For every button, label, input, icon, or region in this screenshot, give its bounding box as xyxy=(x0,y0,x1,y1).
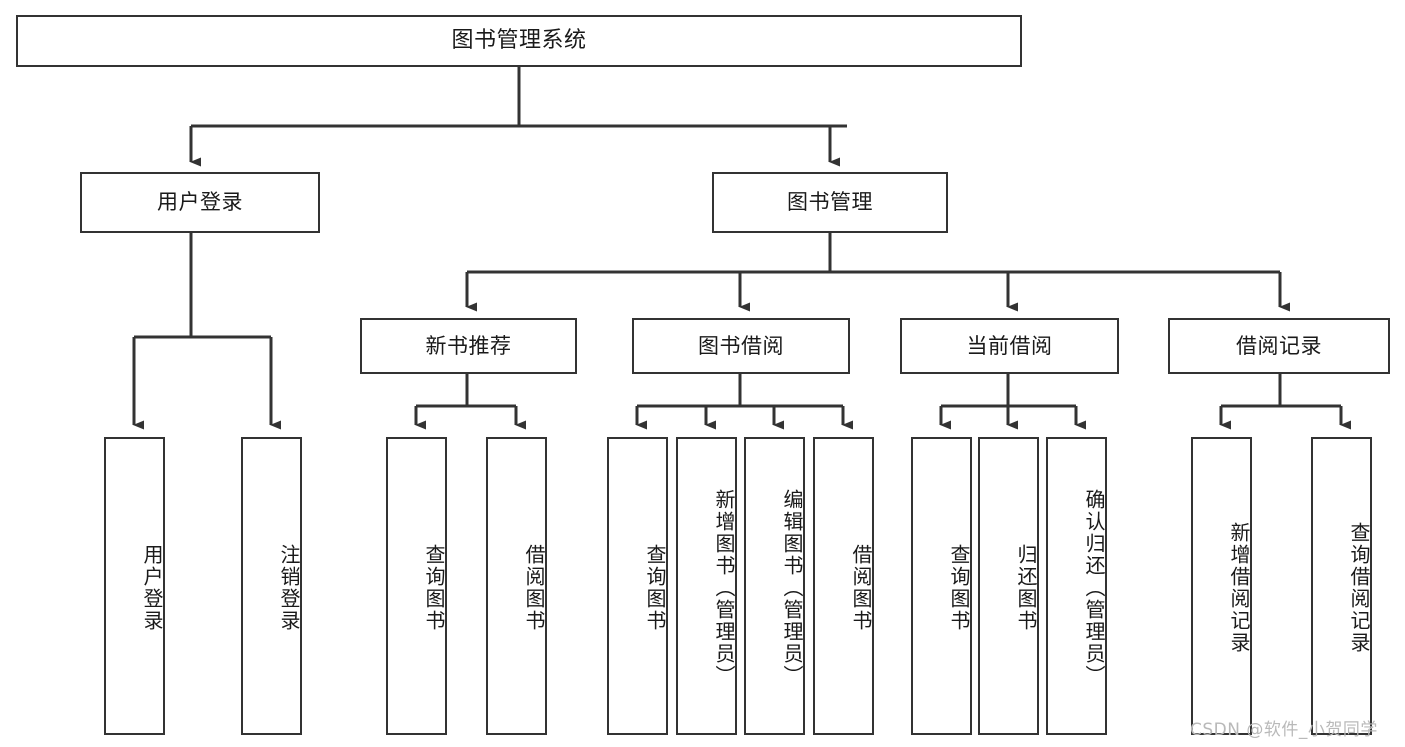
csdn-watermark: CSDN @软件_小贺同学 xyxy=(1190,720,1378,740)
node-leaf-edit-book[interactable]: 编辑图书（管理员） xyxy=(744,437,805,735)
node-current-borrow[interactable]: 当前借阅 xyxy=(900,318,1119,374)
node-leaf-query-book-2-label: 查询图书 xyxy=(643,544,667,632)
node-leaf-return-book-label: 归还图书 xyxy=(1014,544,1038,632)
node-leaf-borrow-book-1[interactable]: 借阅图书 xyxy=(486,437,547,735)
node-leaf-logout-login[interactable]: 注销登录 xyxy=(241,437,302,735)
node-book-manage[interactable]: 图书管理 xyxy=(712,172,948,233)
node-leaf-add-book[interactable]: 新增图书（管理员） xyxy=(676,437,737,735)
node-leaf-borrow-book-2-label: 借阅图书 xyxy=(849,544,873,632)
node-leaf-borrow-book-2[interactable]: 借阅图书 xyxy=(813,437,874,735)
node-leaf-query-book-3[interactable]: 查询图书 xyxy=(911,437,972,735)
node-leaf-user-login[interactable]: 用户登录 xyxy=(104,437,165,735)
node-leaf-confirm-return[interactable]: 确认归还（管理员） xyxy=(1046,437,1107,735)
node-leaf-query-book-1-label: 查询图书 xyxy=(422,544,446,632)
node-borrow-record[interactable]: 借阅记录 xyxy=(1168,318,1390,374)
node-leaf-add-record-label: 新增借阅记录 xyxy=(1227,522,1251,654)
node-leaf-return-book[interactable]: 归还图书 xyxy=(978,437,1039,735)
node-user-login[interactable]: 用户登录 xyxy=(80,172,320,233)
node-leaf-add-record[interactable]: 新增借阅记录 xyxy=(1191,437,1252,735)
node-leaf-query-book-3-label: 查询图书 xyxy=(947,544,971,632)
node-leaf-edit-book-label: 编辑图书（管理员） xyxy=(780,489,804,687)
node-leaf-query-record[interactable]: 查询借阅记录 xyxy=(1311,437,1372,735)
node-leaf-query-record-label: 查询借阅记录 xyxy=(1347,522,1371,654)
node-root[interactable]: 图书管理系统 xyxy=(16,15,1022,67)
node-leaf-user-login-label: 用户登录 xyxy=(140,544,164,632)
node-leaf-query-book-1[interactable]: 查询图书 xyxy=(386,437,447,735)
node-leaf-borrow-book-1-label: 借阅图书 xyxy=(522,544,546,632)
node-leaf-add-book-label: 新增图书（管理员） xyxy=(712,489,736,687)
node-new-book-recommend[interactable]: 新书推荐 xyxy=(360,318,577,374)
node-leaf-confirm-return-label: 确认归还（管理员） xyxy=(1082,489,1106,687)
node-leaf-query-book-2[interactable]: 查询图书 xyxy=(607,437,668,735)
node-leaf-logout-login-label: 注销登录 xyxy=(277,544,301,632)
node-book-borrow[interactable]: 图书借阅 xyxy=(632,318,850,374)
